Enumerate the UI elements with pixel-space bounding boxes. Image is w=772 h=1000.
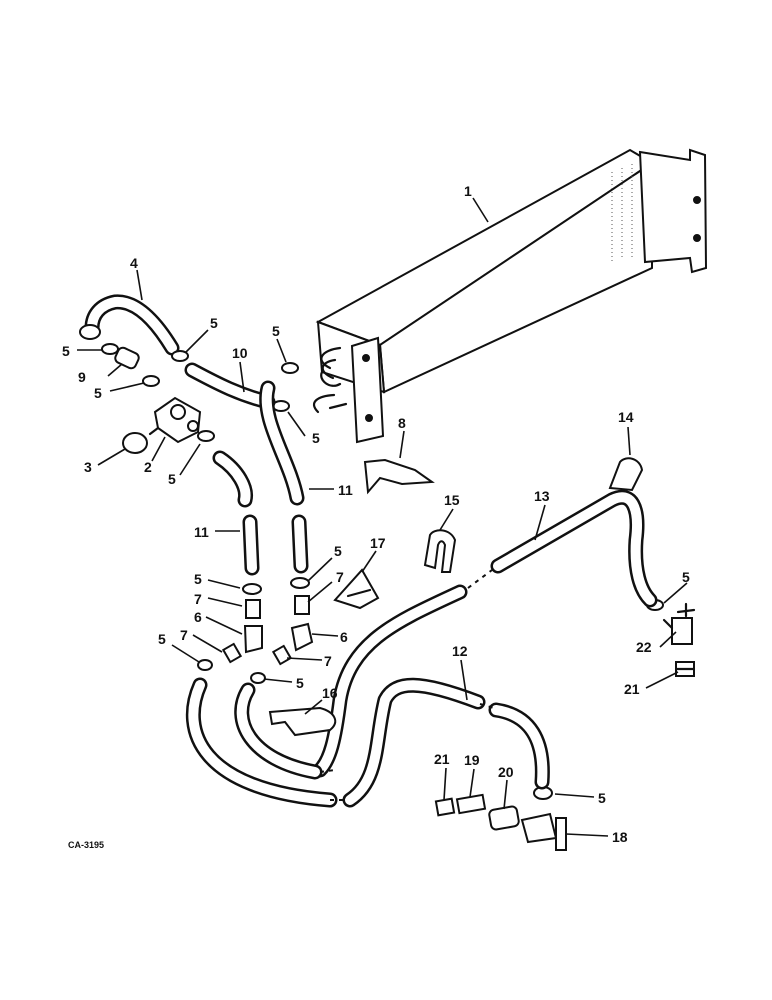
valve-part-22 xyxy=(662,602,696,645)
callout-14: 14 xyxy=(618,409,634,425)
bracket-part-16 xyxy=(268,706,337,737)
callout-5j: 5 xyxy=(296,675,304,691)
hose-part-10 xyxy=(184,362,276,410)
callout-2: 2 xyxy=(144,459,152,475)
tube-part-13 xyxy=(490,489,658,608)
callout-13: 13 xyxy=(534,488,550,504)
drain-assembly xyxy=(434,793,567,851)
callout-10: 10 xyxy=(232,345,248,361)
callout-5l: 5 xyxy=(598,790,606,806)
callout-5k: 5 xyxy=(682,569,690,585)
hoses-part-12 xyxy=(185,569,550,808)
clip-part-15 xyxy=(423,529,457,573)
callout-5e: 5 xyxy=(312,430,320,446)
callout-12: 12 xyxy=(452,643,468,659)
callout-17: 17 xyxy=(370,535,386,551)
callout-6b: 6 xyxy=(340,629,348,645)
callout-21a: 21 xyxy=(434,751,450,767)
hoses-part-11 xyxy=(212,380,309,576)
callout-20: 20 xyxy=(498,764,514,780)
callout-5c: 5 xyxy=(272,323,280,339)
callout-5f: 5 xyxy=(168,471,176,487)
bracket-part-17 xyxy=(333,568,380,610)
callout-5b: 5 xyxy=(210,315,218,331)
callout-5i: 5 xyxy=(158,631,166,647)
cap-part-3 xyxy=(122,432,148,454)
callout-3: 3 xyxy=(84,459,92,475)
valve-part-2 xyxy=(148,396,202,444)
callout-8: 8 xyxy=(398,415,406,431)
callout-5h: 5 xyxy=(194,571,202,587)
connector-part-9 xyxy=(114,346,140,370)
cooler-core-part-1 xyxy=(312,148,708,444)
callout-labels: 1 2 3 4 5 5 5 5 5 5 5 5 5 5 5 5 5 6 6 7 … xyxy=(62,183,690,850)
callout-9: 9 xyxy=(78,369,86,385)
bracket-part-8 xyxy=(363,458,435,495)
callout-22: 22 xyxy=(636,639,652,655)
callout-7c: 7 xyxy=(180,627,188,643)
callout-11b: 11 xyxy=(194,524,209,540)
callout-7a: 7 xyxy=(194,591,202,607)
callout-16: 16 xyxy=(322,685,338,701)
figure-code: CA-3195 xyxy=(68,840,104,850)
callout-7d: 7 xyxy=(324,653,332,669)
callout-11a: 11 xyxy=(338,482,353,498)
callout-1: 1 xyxy=(464,183,472,199)
callout-5d: 5 xyxy=(94,385,102,401)
plug-part-21-upper xyxy=(674,661,696,677)
callout-4: 4 xyxy=(130,255,138,271)
callout-5g: 5 xyxy=(334,543,342,559)
callout-15: 15 xyxy=(444,492,460,508)
callout-5a: 5 xyxy=(62,343,70,359)
callout-18: 18 xyxy=(612,829,628,845)
elbow-hose-part-4 xyxy=(79,294,180,356)
callout-19: 19 xyxy=(464,752,480,768)
fittings-part-6-7 xyxy=(221,595,314,666)
callout-6a: 6 xyxy=(194,609,202,625)
leader-lines xyxy=(77,197,688,837)
clamps-part-5 xyxy=(101,343,664,800)
callout-21b: 21 xyxy=(624,681,640,697)
clamp-bracket-part-14 xyxy=(608,457,644,492)
callout-7b: 7 xyxy=(336,569,344,585)
